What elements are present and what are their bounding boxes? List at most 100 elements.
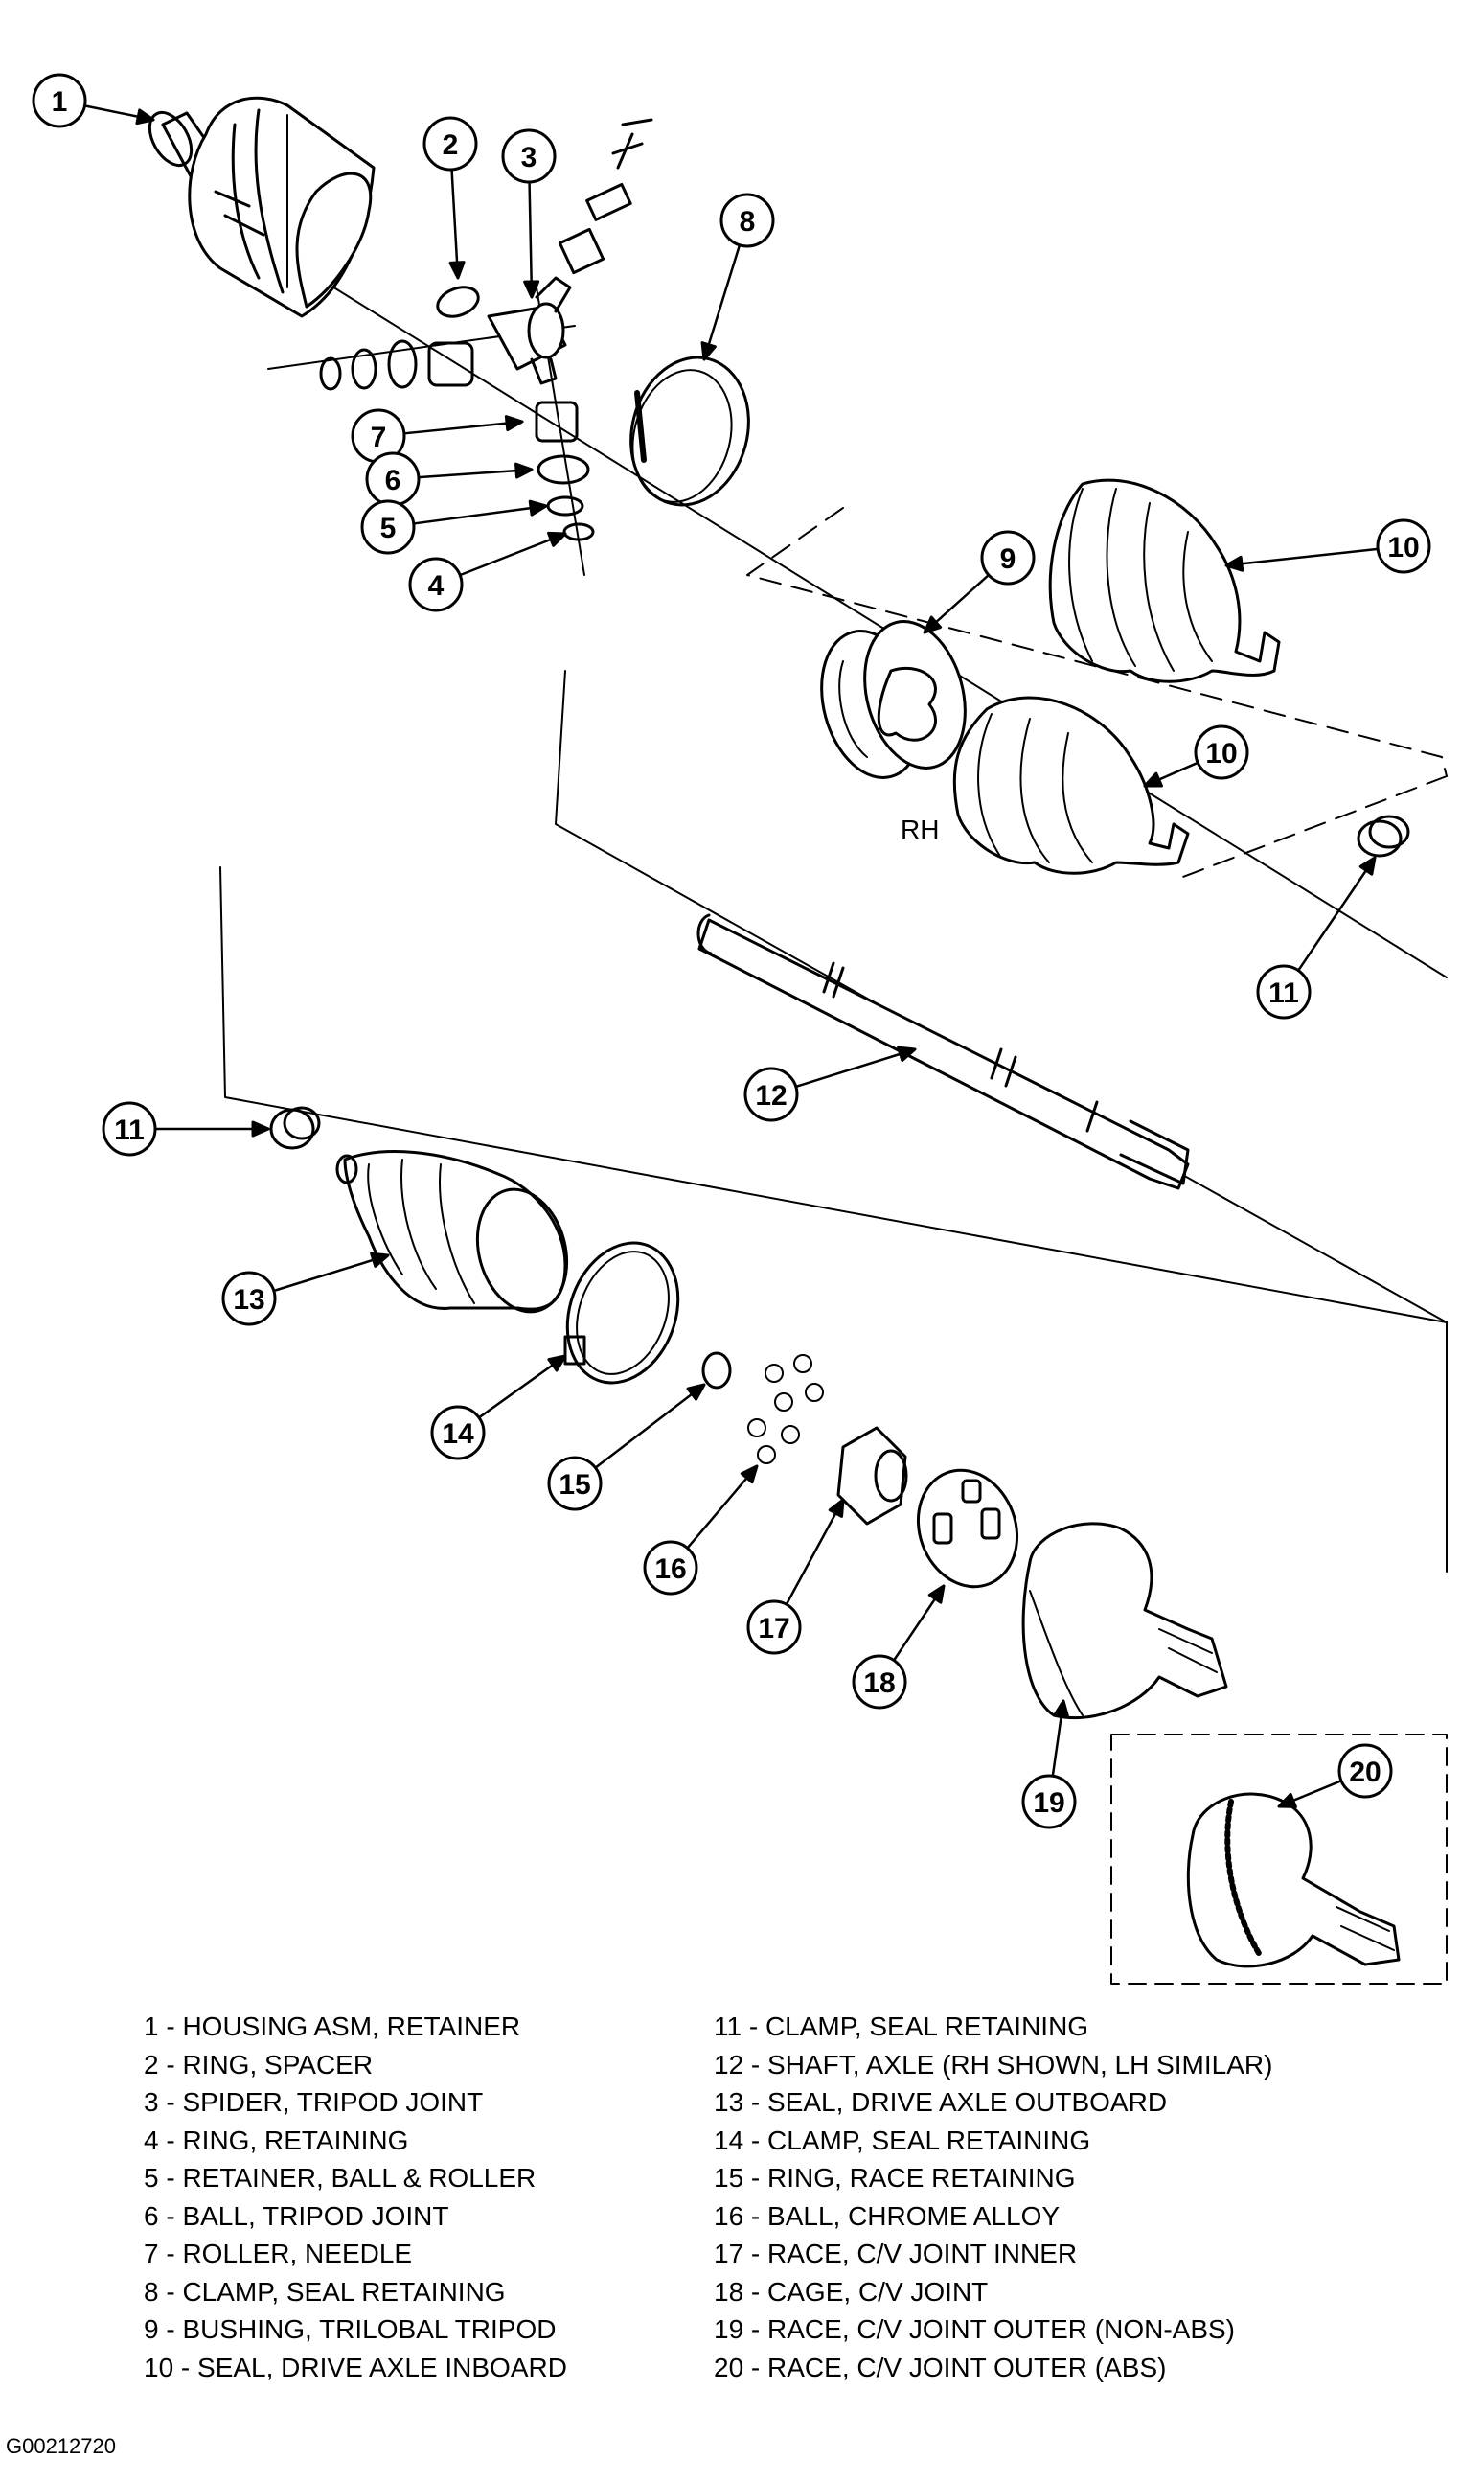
callout-number: 4: [428, 570, 445, 602]
callout-number: 10: [1387, 532, 1419, 563]
leader-line: [785, 1498, 845, 1606]
callout-circle: [1376, 518, 1431, 574]
callout: 2: [422, 116, 478, 280]
leader-line: [1224, 547, 1380, 567]
callout-circle: [719, 193, 775, 248]
arrowhead-icon: [547, 1354, 567, 1372]
arrowhead-icon: [828, 1498, 845, 1518]
seal-clamp-lower: [563, 1241, 680, 1385]
axis-lines: [267, 258, 1448, 978]
leader-line: [686, 1464, 759, 1550]
legend-item: 8 - CLAMP, SEAL RETAINING: [144, 2276, 506, 2307]
callout: 8: [700, 193, 775, 361]
callout: 7: [351, 408, 524, 464]
axle-shaft: [696, 913, 1190, 1190]
callout-number: 16: [654, 1553, 686, 1585]
callout-circle: [422, 116, 478, 172]
callout-number: 18: [863, 1667, 895, 1699]
legend-right: 11 - CLAMP, SEAL RETAINING 12 - SHAFT, A…: [714, 2008, 1272, 2386]
callout-number: 5: [380, 513, 397, 544]
callout-number: 15: [559, 1469, 590, 1501]
arrowhead-icon: [740, 1464, 759, 1484]
legend-item: 1 - HOUSING ASM, RETAINER: [144, 2011, 521, 2041]
legend-item: 18 - CAGE, C/V JOINT: [714, 2276, 989, 2307]
callout-circle: [1021, 1774, 1077, 1829]
leader-line: [458, 532, 567, 577]
callout: 1: [32, 73, 155, 128]
callout-number: 13: [233, 1284, 264, 1316]
callout-circle: [980, 530, 1036, 586]
leader-line: [702, 243, 742, 361]
callout: 19: [1021, 1699, 1077, 1829]
arrowhead-icon: [547, 531, 567, 547]
cv-cage: [916, 1468, 1019, 1589]
callout-circle: [852, 1654, 907, 1710]
seal-clamp-small-upper: [1357, 815, 1410, 858]
callout-circle: [643, 1540, 698, 1596]
callout: 18: [852, 1584, 946, 1710]
arrowhead-icon: [135, 108, 155, 126]
leader-line: [402, 420, 524, 435]
callout-circle: [32, 73, 87, 128]
callout: 6: [365, 451, 534, 507]
arrowhead-icon: [1143, 771, 1163, 788]
callout-circle: [408, 557, 464, 612]
leader-line: [594, 1383, 706, 1469]
callout-number: 10: [1205, 738, 1237, 770]
outer-race-abs: [1186, 1792, 1401, 1968]
callout-circle: [501, 128, 557, 184]
leader-line: [528, 180, 534, 299]
shaft-box-outline: [219, 670, 1448, 1573]
arrowhead-icon: [514, 462, 534, 479]
callout-number: 11: [1268, 977, 1299, 1009]
callout: 12: [743, 1046, 917, 1122]
arrowhead-icon: [1224, 555, 1244, 572]
callout: 10: [1224, 518, 1431, 574]
inboard-seal-lower: [952, 696, 1190, 875]
legend-item: 7 - ROLLER, NEEDLE: [144, 2239, 413, 2268]
callout-number: 1: [52, 86, 68, 118]
callout-circle: [547, 1456, 603, 1511]
left-roller-stack: [319, 339, 474, 391]
outboard-seal: [335, 1150, 569, 1314]
callout-number: 19: [1033, 1787, 1064, 1819]
callout-number: 6: [385, 465, 401, 496]
callout: 16: [643, 1464, 759, 1596]
callout: 20: [1277, 1743, 1393, 1808]
callout-number: 7: [371, 422, 387, 453]
legend-item: 9 - BUSHING, TRILOBAL TRIPOD: [144, 2314, 557, 2344]
callout: 14: [430, 1354, 567, 1460]
arrowhead-icon: [251, 1120, 270, 1138]
callout-number: 20: [1349, 1757, 1381, 1788]
callout-number: 3: [521, 142, 537, 173]
callout-circle: [1337, 1743, 1393, 1799]
arrowhead-icon: [370, 1252, 390, 1268]
callout: 17: [746, 1498, 845, 1655]
abs-dashed-box: [1110, 1734, 1448, 1985]
callout: 10: [1143, 724, 1249, 788]
legend-item: 10 - SEAL, DRIVE AXLE INBOARD: [144, 2352, 567, 2382]
trilobal-bushing: [820, 620, 967, 779]
legend-item: 20 - RACE, C/V JOINT OUTER (ABS): [714, 2352, 1167, 2382]
arrowhead-icon: [1277, 1792, 1297, 1808]
legend-item: 17 - RACE, C/V JOINT INNER: [714, 2239, 1078, 2268]
arrowhead-icon: [927, 1584, 946, 1604]
callout-circle: [360, 499, 416, 555]
legend-item: 2 - RING, SPACER: [144, 2049, 374, 2080]
callout: 13: [221, 1252, 390, 1326]
race-retaining-ring: [701, 1351, 732, 1390]
lower-roller-stack: [535, 401, 595, 541]
arrowhead-icon: [686, 1383, 706, 1401]
chrome-balls: [747, 1354, 824, 1464]
callout-number: 17: [758, 1613, 789, 1644]
legend-item: 12 - SHAFT, AXLE (RH SHOWN, LH SIMILAR): [714, 2049, 1273, 2080]
callout: 11: [1256, 856, 1377, 1020]
upper-roller-stack: [558, 118, 653, 275]
legend-item: 14 - CLAMP, SEAL RETAINING: [714, 2125, 1091, 2155]
callout-circle: [1194, 724, 1249, 780]
callout-circle: [746, 1599, 802, 1655]
legend-item: 4 - RING, RETAINING: [144, 2125, 409, 2155]
arrowhead-icon: [1053, 1699, 1070, 1719]
leader-line: [412, 504, 548, 525]
